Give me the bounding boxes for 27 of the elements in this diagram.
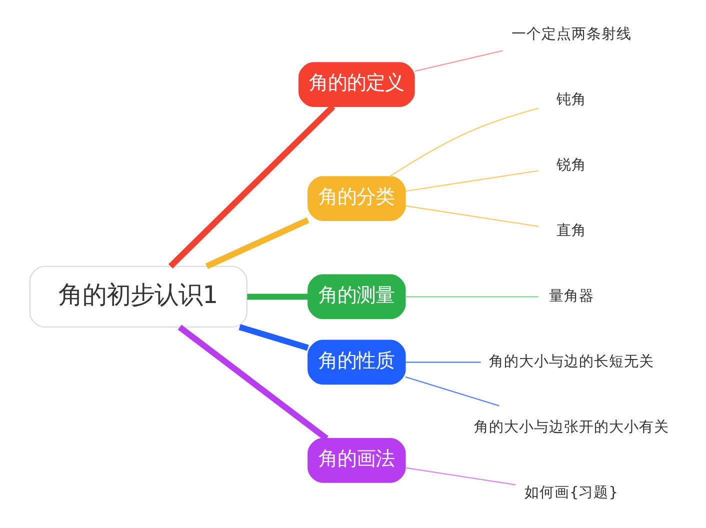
node-box: 角的画法: [308, 438, 406, 483]
connector: [405, 296, 538, 298]
connector: [178, 324, 328, 441]
node-box: 角的性质: [308, 340, 406, 385]
node-text: 角的大小与边张开的大小有关: [474, 418, 669, 436]
connector: [405, 362, 481, 363]
connector: [168, 104, 336, 268]
node-text: 如何画{习题}: [524, 484, 618, 501]
node-text: 角的大小与边的长短无关: [488, 352, 654, 370]
node-text: 量角器: [548, 288, 594, 304]
connector: [205, 217, 310, 269]
connector: [405, 467, 516, 486]
connector: [238, 324, 309, 351]
node-box: 角的的定义: [298, 62, 415, 107]
node-text: 钝角: [556, 91, 586, 108]
node-text: 一个定点两条射线: [511, 26, 632, 43]
node-box: 角的分类: [308, 176, 406, 221]
node-text: 锐角: [556, 156, 586, 174]
connector: [405, 376, 500, 406]
connector: [414, 50, 503, 72]
connector: [247, 294, 308, 300]
connector: [389, 108, 539, 178]
node-box: 角的测量: [308, 274, 406, 320]
connector: [405, 170, 538, 192]
node-text: 直角: [556, 222, 586, 240]
node-box: 角的初步认识1: [29, 266, 248, 328]
connector: [405, 205, 538, 227]
